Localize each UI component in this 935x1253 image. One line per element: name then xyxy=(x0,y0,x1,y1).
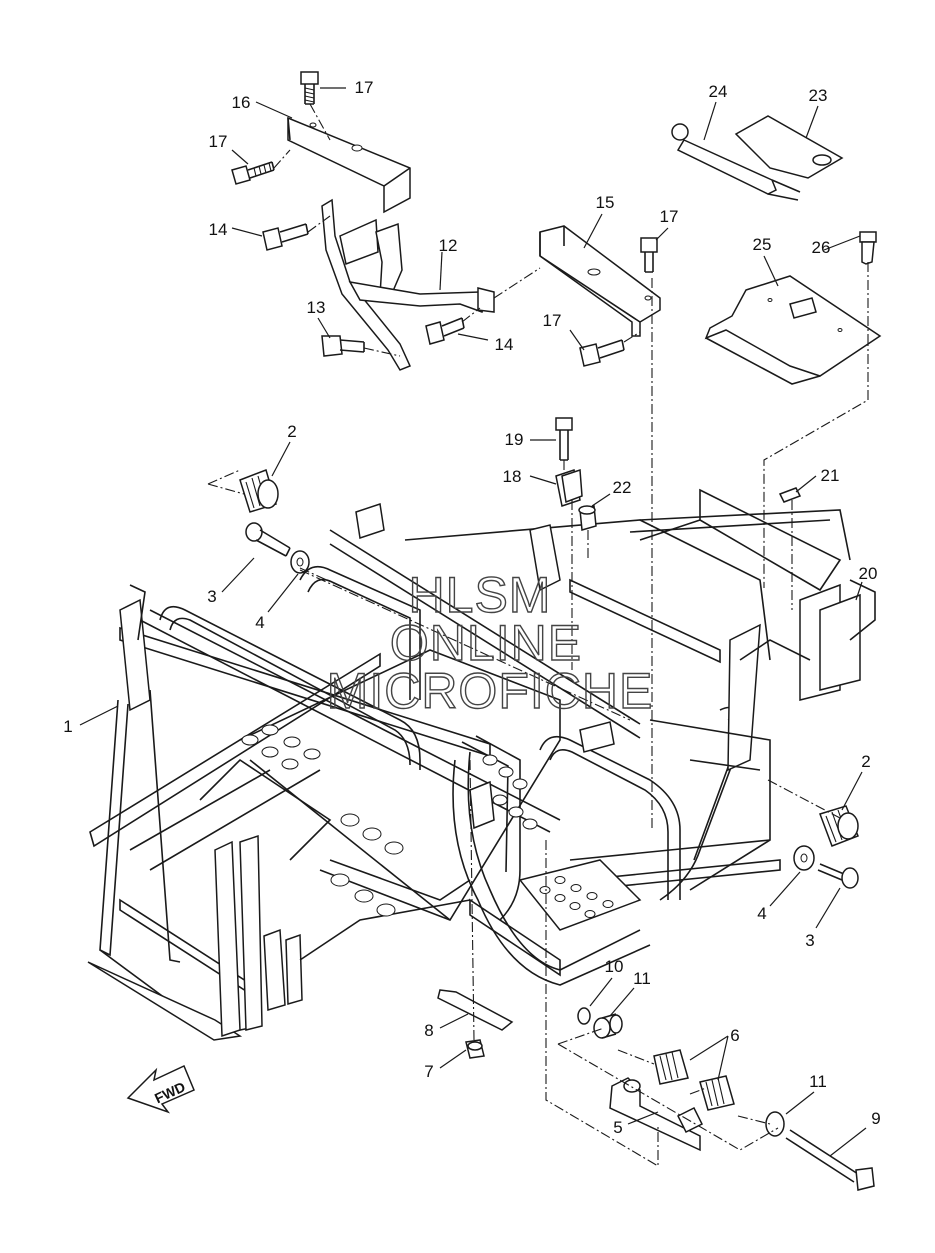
bushing-6-left xyxy=(653,1049,689,1085)
callout-2-right: 2 xyxy=(861,752,870,771)
bushing-6-right xyxy=(699,1075,735,1111)
leader-lines xyxy=(79,87,867,1157)
watermark: HLSM ONLINE MICROFICHE xyxy=(326,566,654,719)
assembly-lines xyxy=(207,103,869,1167)
callout-24: 24 xyxy=(709,82,728,101)
rivet-26 xyxy=(859,231,877,265)
bracket-15 xyxy=(539,225,661,337)
bolt-13 xyxy=(321,335,365,357)
callout-5: 5 xyxy=(613,1118,622,1137)
callout-22: 22 xyxy=(613,478,632,497)
rod-24 xyxy=(671,123,801,201)
washer-10 xyxy=(577,1007,591,1025)
bracket-5 xyxy=(609,1077,704,1152)
bolt-17-top xyxy=(300,71,319,105)
bolt-19 xyxy=(555,417,573,461)
bolt-3-left xyxy=(245,522,291,557)
callout-4-right: 4 xyxy=(757,904,766,923)
callout-21: 21 xyxy=(821,466,840,485)
washer-4-right xyxy=(793,845,815,871)
callout-11-right: 11 xyxy=(809,1072,827,1091)
callout-17-left: 17 xyxy=(209,132,228,151)
bolt-14-left xyxy=(262,223,309,251)
callout-17-low: 17 xyxy=(543,311,562,330)
callout-17-right: 17 xyxy=(660,207,679,226)
callout-8: 8 xyxy=(424,1021,433,1040)
bolt-14-mid xyxy=(425,317,465,345)
callout-15: 15 xyxy=(596,193,615,212)
callout-16: 16 xyxy=(232,93,251,112)
collar-11-left xyxy=(593,1013,623,1039)
callout-9: 9 xyxy=(871,1109,880,1128)
callout-1: 1 xyxy=(63,717,72,736)
callout-10: 10 xyxy=(605,957,624,976)
bolt-9 xyxy=(785,1129,875,1191)
floor-holes xyxy=(241,724,614,918)
mount-2-right xyxy=(819,805,859,847)
callout-6: 6 xyxy=(730,1026,739,1045)
callout-3-left: 3 xyxy=(207,587,216,606)
bolt-17-right-top xyxy=(640,237,658,273)
panel-20 xyxy=(849,579,876,641)
bracket-18 xyxy=(555,468,583,507)
callout-17-top: 17 xyxy=(355,78,374,97)
callout-12: 12 xyxy=(439,236,458,255)
callout-2-left: 2 xyxy=(287,422,296,441)
nut-7 xyxy=(465,1039,485,1059)
collar-11-right xyxy=(765,1111,785,1137)
bracket-12 xyxy=(321,198,495,371)
callout-25: 25 xyxy=(753,235,772,254)
mount-2-left xyxy=(239,469,279,513)
plate-25 xyxy=(704,275,882,385)
callout-14-right: 14 xyxy=(495,335,514,354)
watermark-line-1: HLSM xyxy=(409,567,552,623)
callout-20: 20 xyxy=(859,564,878,583)
bolt-3-right xyxy=(817,863,859,889)
bag-23 xyxy=(734,115,844,179)
callout-23: 23 xyxy=(809,86,828,105)
forward-arrow-icon: FWD xyxy=(126,1064,195,1114)
callout-3-right: 3 xyxy=(805,931,814,950)
callout-14-left: 14 xyxy=(209,220,228,239)
callout-18: 18 xyxy=(503,467,522,486)
bolt-17-left xyxy=(231,161,275,185)
bracket-16 xyxy=(287,116,411,214)
callout-labels: 1 2 2 3 3 4 4 5 6 7 8 9 10 11 11 12 13 1… xyxy=(63,78,880,1137)
callout-7: 7 xyxy=(424,1062,433,1081)
main-frame-1 xyxy=(87,488,861,1041)
callout-11-left: 11 xyxy=(633,969,651,988)
callout-26: 26 xyxy=(812,238,831,257)
callout-4-left: 4 xyxy=(255,613,264,632)
watermark-line-2: ONLINE xyxy=(390,615,582,671)
bolt-17-right-low xyxy=(579,339,625,367)
cap-22 xyxy=(578,505,597,531)
callout-13: 13 xyxy=(307,298,326,317)
callout-19: 19 xyxy=(505,430,524,449)
watermark-line-3: MICROFICHE xyxy=(327,663,654,719)
label-21 xyxy=(778,487,802,503)
plate-8 xyxy=(437,989,514,1031)
washer-4-left xyxy=(290,550,310,574)
